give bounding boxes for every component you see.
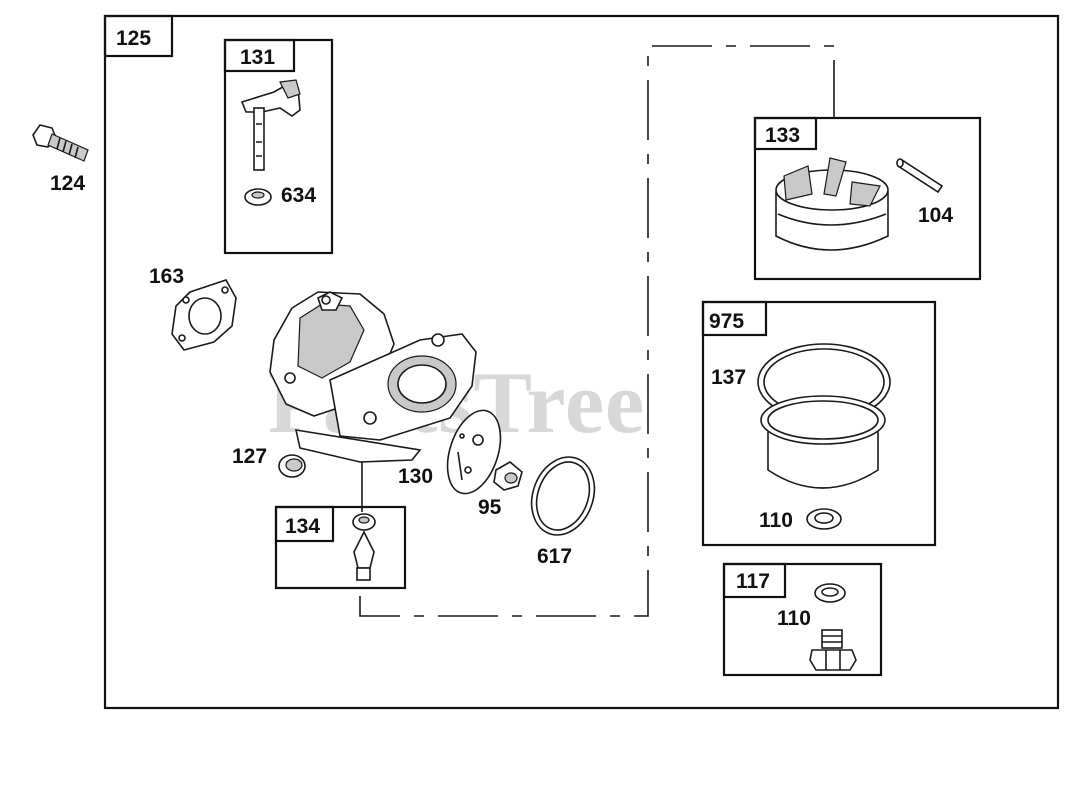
group-975-label[interactable]: 975 xyxy=(709,310,744,333)
jet-part[interactable] xyxy=(493,461,523,491)
part-110-label-975[interactable]: 110 xyxy=(759,509,793,532)
part-127-label[interactable]: 127 xyxy=(232,445,267,468)
part-130-label[interactable]: 130 xyxy=(398,465,433,488)
o-ring-part[interactable] xyxy=(521,448,605,544)
inlet-needle-part[interactable] xyxy=(353,530,375,581)
welch-plug-part[interactable] xyxy=(278,454,306,478)
part-124-label[interactable]: 124 xyxy=(50,172,85,195)
group-131-label[interactable]: 131 xyxy=(240,46,275,69)
group-975-tab xyxy=(701,300,768,337)
float-part[interactable] xyxy=(775,157,889,251)
bowl-nut-part[interactable] xyxy=(809,629,857,671)
group-134-label[interactable]: 134 xyxy=(285,515,320,538)
group-125-label[interactable]: 125 xyxy=(116,27,151,50)
group-133-frame xyxy=(753,116,982,281)
part-110-label-117[interactable]: 110 xyxy=(777,607,811,630)
carburetor-body[interactable] xyxy=(269,291,477,463)
group-134-frame xyxy=(274,505,407,590)
connector-line xyxy=(359,45,835,617)
washer-part-975[interactable] xyxy=(806,508,842,530)
fuel-bowl-part[interactable] xyxy=(760,395,886,489)
part-634-label[interactable]: 634 xyxy=(281,184,316,207)
part-137-label[interactable]: 137 xyxy=(711,366,746,389)
washer-part-117[interactable] xyxy=(814,583,846,603)
part-104-label[interactable]: 104 xyxy=(918,204,953,227)
group-131-tab xyxy=(223,38,296,73)
seal-ring-part[interactable] xyxy=(244,188,272,206)
group-117-tab xyxy=(722,562,787,599)
group-133-tab xyxy=(753,116,818,151)
group-975-frame xyxy=(701,300,937,547)
group-133-label[interactable]: 133 xyxy=(765,124,800,147)
screw-part[interactable] xyxy=(32,124,89,162)
throttle-shaft-part[interactable] xyxy=(240,79,301,171)
group-117-frame xyxy=(722,562,883,677)
part-617-label[interactable]: 617 xyxy=(537,545,572,568)
plate-part[interactable] xyxy=(438,404,510,501)
part-163-label[interactable]: 163 xyxy=(149,265,184,288)
main-frame xyxy=(103,14,1060,710)
group-117-label[interactable]: 117 xyxy=(736,570,770,593)
part-95-label[interactable]: 95 xyxy=(478,496,502,519)
gasket-part[interactable] xyxy=(171,279,237,351)
pin-part[interactable] xyxy=(896,158,944,194)
group-134-tab xyxy=(274,505,335,543)
group-125-tab xyxy=(103,14,174,58)
seat-part[interactable] xyxy=(352,513,376,531)
